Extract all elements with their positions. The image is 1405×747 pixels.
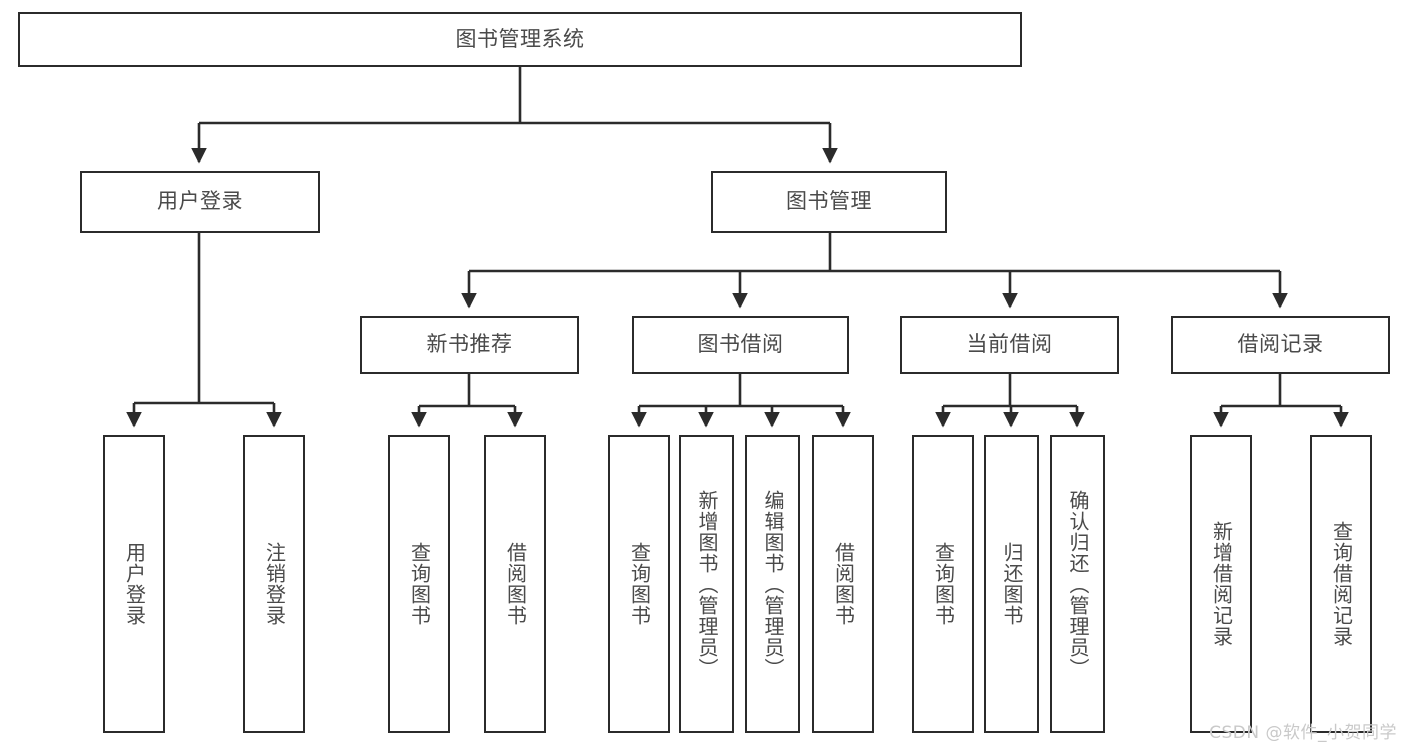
node-user-login[interactable]: 用户登录	[80, 171, 320, 233]
leaf-query-book-borrow-label: 查询图书	[627, 542, 652, 626]
node-book-management[interactable]: 图书管理	[711, 171, 947, 233]
node-user-login-label: 用户登录	[157, 189, 243, 214]
leaf-query-book-newbook[interactable]: 查询图书	[388, 435, 450, 733]
node-current-borrow[interactable]: 当前借阅	[900, 316, 1119, 374]
leaf-query-borrow-record[interactable]: 查询借阅记录	[1310, 435, 1372, 733]
leaf-logout-label: 注销登录	[262, 542, 287, 626]
node-book-borrow-label: 图书借阅	[697, 332, 784, 357]
node-book-management-label: 图书管理	[786, 189, 872, 214]
leaf-confirm-return-admin-label: 确认归还（管理员）	[1066, 489, 1090, 679]
leaf-return-book-label: 归还图书	[1000, 542, 1024, 626]
leaf-query-book-current[interactable]: 查询图书	[912, 435, 974, 733]
leaf-borrow-book-borrow-label: 借阅图书	[831, 542, 856, 626]
node-borrow-record-label: 借阅记录	[1237, 332, 1324, 357]
leaf-user-login-label: 用户登录	[122, 542, 147, 626]
node-root-label: 图书管理系统	[455, 26, 585, 51]
leaf-add-borrow-record[interactable]: 新增借阅记录	[1190, 435, 1252, 733]
leaf-edit-book-admin[interactable]: 编辑图书（管理员）	[745, 435, 800, 733]
leaf-query-book-current-label: 查询图书	[931, 542, 956, 626]
leaf-borrow-book-borrow[interactable]: 借阅图书	[812, 435, 874, 733]
leaf-query-borrow-record-label: 查询借阅记录	[1329, 521, 1354, 647]
leaf-add-book-admin[interactable]: 新增图书（管理员）	[679, 435, 734, 733]
leaf-borrow-book-newbook[interactable]: 借阅图书	[484, 435, 546, 733]
node-root[interactable]: 图书管理系统	[18, 12, 1022, 67]
leaf-add-book-admin-label: 新增图书（管理员）	[695, 489, 719, 679]
leaf-user-login[interactable]: 用户登录	[103, 435, 165, 733]
leaf-logout[interactable]: 注销登录	[243, 435, 305, 733]
leaf-return-book[interactable]: 归还图书	[984, 435, 1039, 733]
leaf-confirm-return-admin[interactable]: 确认归还（管理员）	[1050, 435, 1105, 733]
node-book-borrow[interactable]: 图书借阅	[632, 316, 849, 374]
node-new-book-recommend-label: 新书推荐	[426, 332, 513, 357]
leaf-edit-book-admin-label: 编辑图书（管理员）	[761, 489, 785, 679]
leaf-borrow-book-newbook-label: 借阅图书	[503, 542, 528, 626]
leaf-add-borrow-record-label: 新增借阅记录	[1209, 521, 1234, 647]
node-new-book-recommend[interactable]: 新书推荐	[360, 316, 579, 374]
node-borrow-record[interactable]: 借阅记录	[1171, 316, 1390, 374]
leaf-query-book-borrow[interactable]: 查询图书	[608, 435, 670, 733]
node-current-borrow-label: 当前借阅	[966, 332, 1053, 357]
leaf-query-book-newbook-label: 查询图书	[407, 542, 432, 626]
